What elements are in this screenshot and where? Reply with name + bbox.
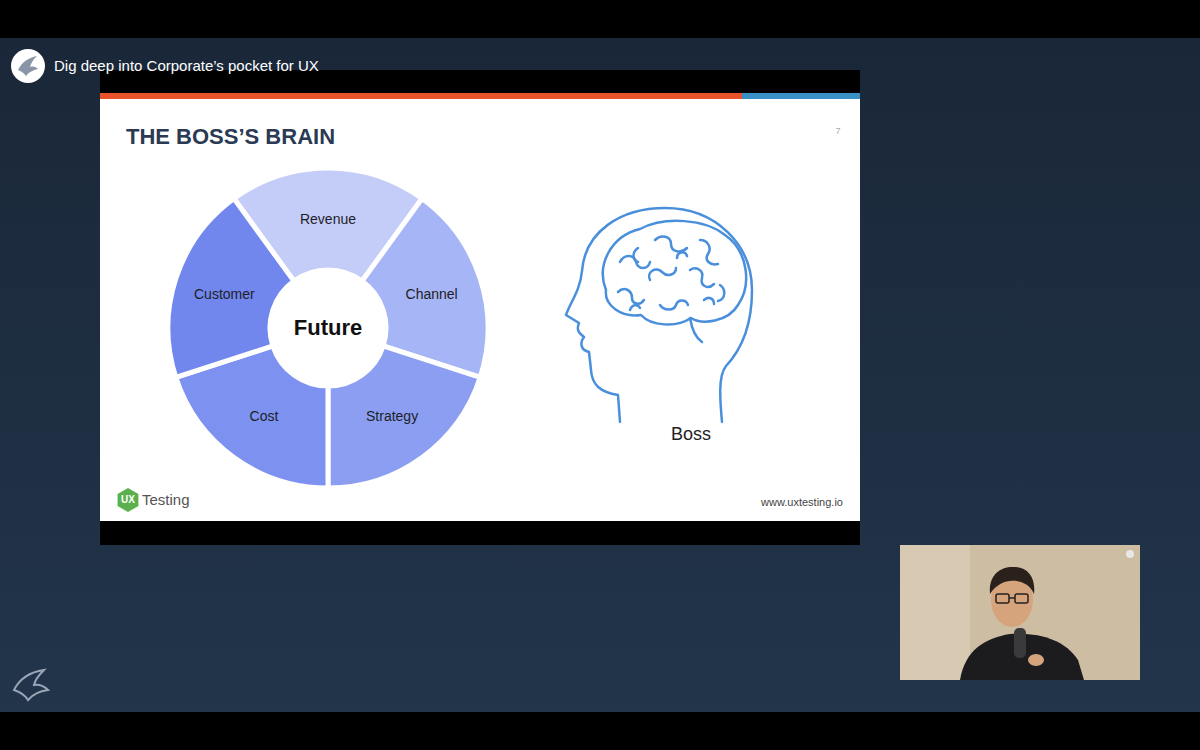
slide — [100, 93, 860, 521]
video-title: Dig deep into Corporate’s pocket for UX — [54, 57, 319, 74]
accent-bar — [100, 93, 742, 99]
channel-icon — [11, 49, 45, 83]
logo-text: Testing — [142, 491, 190, 508]
logo-hexagon — [118, 488, 139, 512]
slide-number: 7 — [835, 126, 840, 136]
slide-letterbox — [100, 70, 860, 545]
slide-title: THE BOSS’S BRAIN — [126, 124, 335, 149]
website-url: www.uxtesting.io — [761, 496, 843, 509]
bird-icon — [18, 56, 38, 76]
segment-label: Revenue — [300, 211, 356, 227]
stage-background — [0, 38, 1200, 712]
person-glasses — [996, 594, 1028, 603]
watermark-logo — [14, 670, 48, 700]
center-circle: Future — [270, 270, 386, 386]
person-hair — [990, 567, 1034, 594]
segment-label: Strategy — [366, 408, 418, 424]
person-hand — [1028, 654, 1044, 666]
center-label: Future — [294, 315, 362, 340]
logo-mark: UX — [121, 494, 135, 506]
segment-label: Cost — [250, 408, 279, 424]
head-illustration — [566, 208, 752, 422]
figure-caption: Boss — [671, 424, 711, 445]
accent-bar — [742, 93, 860, 99]
segment-label: Channel — [406, 286, 458, 302]
webcam-icon — [1126, 550, 1134, 558]
webcam-frame — [900, 545, 1140, 680]
webcam-wall — [900, 545, 970, 680]
microphone — [1014, 628, 1026, 658]
segment-label: Customer — [194, 286, 255, 302]
